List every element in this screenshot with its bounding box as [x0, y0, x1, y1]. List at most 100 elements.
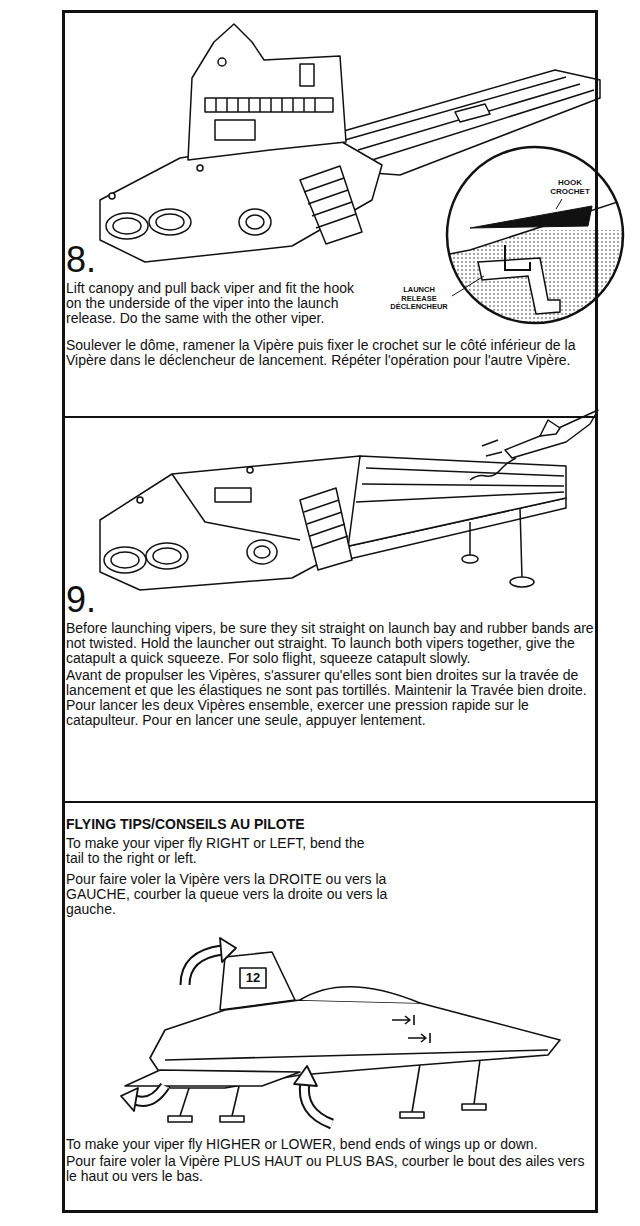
launcher-illustration [100, 24, 600, 262]
launcher-illustration [248, 98, 250, 112]
launcher-illustration [469, 522, 471, 556]
bend-arrow [220, 938, 236, 962]
launcher-illustration [281, 98, 283, 112]
instruction-text-en: Before launching vipers, be sure they si… [66, 621, 594, 666]
launcher-illustration [520, 508, 522, 578]
instruction-text-en: To make your viper fly RIGHT or LEFT, be… [66, 836, 366, 866]
hook-inset [440, 145, 630, 340]
launcher-illustration [455, 104, 490, 122]
launcher-illustration [113, 218, 141, 234]
viper-illustration [168, 1116, 192, 1122]
launcher-illustration [239, 209, 271, 235]
launcher-illustration [312, 202, 352, 216]
bend-arrow [304, 1082, 332, 1124]
bend-arrow [185, 950, 222, 985]
launcher-illustration [254, 546, 270, 558]
callout-label: HOOK CROCHET [546, 178, 594, 196]
launcher-illustration [106, 213, 148, 239]
launcher-illustration [304, 178, 344, 192]
launcher-illustration [362, 484, 564, 486]
launcher-illustration [300, 64, 314, 86]
launcher-illustration [303, 98, 305, 112]
instruction-panel: FLYING TIPS/CONSEILS AU PILOTE To make yo… [62, 803, 598, 1213]
launcher-illustration [111, 552, 139, 568]
step-number: 9. [66, 580, 96, 620]
viper-illustration [240, 968, 266, 988]
launcher-illustration [292, 98, 294, 112]
bend-arrow [135, 1086, 165, 1101]
viper-illustration [474, 1060, 480, 1104]
launcher-illustration [470, 458, 516, 480]
launcher-illustration [109, 193, 115, 199]
launcher-illustration [237, 98, 239, 112]
viper-illustration [300, 987, 420, 1003]
step-number: 8. [66, 240, 96, 280]
launcher-illustration [149, 209, 191, 235]
launcher-illustration [340, 456, 566, 548]
launcher-illustration [462, 555, 478, 563]
viper-illustration [400, 1112, 424, 1118]
viper-illustration [408, 1033, 430, 1043]
launcher-illustration [197, 165, 203, 171]
launcher-illustration [218, 58, 226, 66]
bend-arrow [121, 1088, 138, 1111]
launcher-illustration [300, 488, 352, 570]
launcher-illustration [308, 190, 348, 204]
launcher-illustration [310, 524, 345, 536]
instruction-text-en: Lift canopy and pull back viper and fit … [66, 281, 366, 326]
viper-illustration [392, 1015, 414, 1025]
bend-arrow [294, 1066, 317, 1086]
launcher-illustration [356, 492, 564, 502]
launcher-illustration [314, 98, 316, 112]
launcher-illustration [366, 468, 564, 476]
launcher-illustration [100, 456, 360, 590]
bend-arrow [185, 950, 222, 985]
launcher-illustration [540, 420, 560, 436]
viper-illustration [462, 1104, 486, 1110]
instruction-text-fr: Soulever le dôme, ramener la Vipère puis… [66, 338, 594, 368]
launcher-illustration [313, 536, 348, 548]
bend-arrow [135, 1086, 165, 1101]
hook-inset [440, 145, 630, 256]
instruction-text-en: To make your viper fly HIGHER or LOWER, … [66, 1137, 594, 1152]
launcher-illustration [172, 474, 300, 540]
launcher-illustration [188, 24, 346, 160]
launcher-illustration [215, 120, 255, 140]
hook-inset [478, 258, 560, 314]
hook-inset [452, 276, 484, 296]
launcher-illustration [372, 90, 594, 160]
launcher-illustration [247, 467, 253, 473]
launcher-illustration [300, 166, 362, 244]
hook-inset [556, 199, 562, 209]
launcher-illustration [156, 214, 184, 230]
launcher-illustration [246, 215, 264, 229]
launcher-illustration [146, 543, 188, 569]
hook-inset [470, 206, 592, 228]
launcher-illustration [316, 214, 356, 228]
viper-illustration [180, 1085, 190, 1116]
viper-illustration [220, 952, 295, 1010]
callout-label: LAUNCH RELEASE DÉCLENCHEUR [388, 286, 450, 312]
launcher-illustration [259, 98, 261, 112]
instruction-text-fr: Pour faire voler la Vipère vers la DROIT… [66, 872, 396, 917]
launcher-illustration [104, 547, 146, 573]
viper-illustration [165, 1050, 548, 1060]
launcher-illustration [270, 98, 272, 112]
bend-arrow [304, 1082, 332, 1124]
launcher-illustration [205, 98, 333, 112]
section-heading: FLYING TIPS/CONSEILS AU PILOTE [66, 816, 594, 832]
launcher-illustration [358, 84, 580, 150]
viper-illustration [412, 1064, 420, 1112]
hook-inset [505, 245, 530, 270]
hook-inset [440, 145, 630, 340]
launcher-illustration [307, 512, 342, 524]
launcher-illustration [510, 577, 534, 587]
launcher-illustration [486, 452, 502, 456]
viper-illustration [220, 1116, 244, 1122]
launcher-illustration [100, 410, 598, 590]
launcher-illustration [226, 98, 228, 112]
launcher-illustration [304, 500, 339, 512]
instruction-panel: 9.Before launching vipers, be sure they … [62, 418, 598, 803]
launcher-illustration [153, 548, 181, 564]
bend-arrow [121, 938, 332, 1124]
